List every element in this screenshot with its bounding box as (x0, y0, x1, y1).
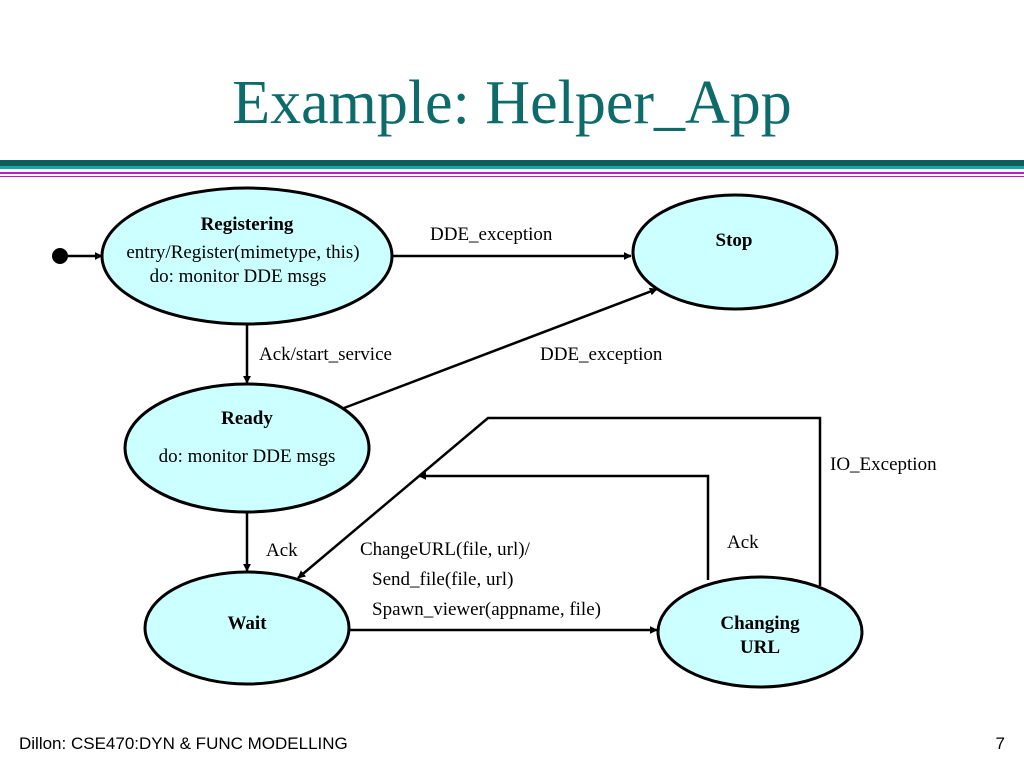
state-registering-entry: entry/Register(mimetype, this) (126, 242, 359, 263)
footer-course-label: Dillon: CSE470:DYN & FUNC MODELLING (19, 734, 348, 753)
label-change-url-line1: ChangeURL(file, url)/ (360, 539, 531, 560)
state-ready-do: do: monitor DDE msgs (159, 446, 336, 467)
label-dde-exception-top: DDE_exception (430, 224, 553, 245)
label-io-exception: IO_Exception (830, 454, 937, 475)
page-number: 7 (995, 734, 1005, 753)
label-ack-start-service: Ack/start_service (259, 344, 392, 365)
slide-title: Example: Helper_App (232, 69, 792, 137)
state-stop: Stop (631, 193, 839, 311)
state-wait-name: Wait (227, 613, 267, 634)
transition-changing-url-ack (418, 472, 710, 580)
state-changing-url: Changing URL (656, 575, 864, 689)
state-registering-name: Registering (201, 214, 294, 235)
transition-changing-url-io-exception (297, 416, 822, 586)
title-rule (0, 160, 1024, 177)
initial-state-dot (52, 248, 68, 264)
state-registering: Registering entry/Register(mimetype, thi… (100, 186, 394, 326)
label-change-url-line2: Send_file(file, url) (372, 569, 513, 590)
label-dde-exception-middle: DDE_exception (540, 344, 663, 365)
state-wait: Wait (143, 570, 351, 686)
state-changing-url-name-line2: URL (740, 637, 780, 658)
label-change-url-line3: Spawn_viewer(appname, file) (372, 599, 601, 620)
label-ack-ready-wait: Ack (266, 540, 298, 561)
transition-ready-to-stop (343, 287, 658, 410)
state-registering-do: do: monitor DDE msgs (150, 266, 327, 287)
state-changing-url-name-line1: Changing (720, 613, 800, 634)
label-ack-changing: Ack (727, 532, 759, 553)
state-ready: Ready do: monitor DDE msgs (123, 382, 371, 514)
state-ready-name: Ready (221, 408, 273, 429)
state-stop-name: Stop (716, 230, 753, 251)
